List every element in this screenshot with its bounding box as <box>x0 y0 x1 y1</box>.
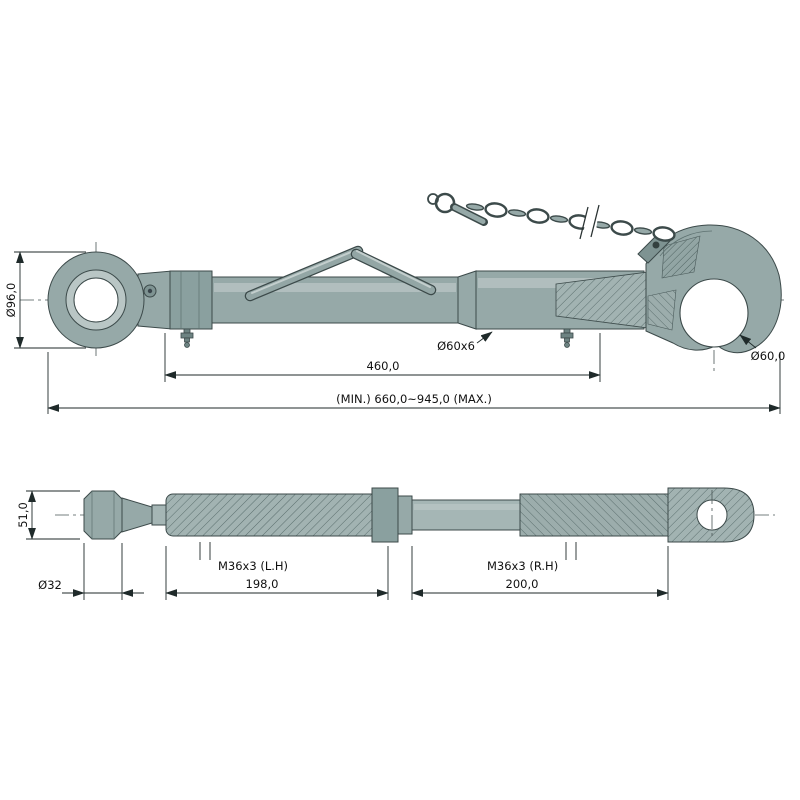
dim-label-body-length: 460,0 <box>367 359 400 373</box>
dim-body-length: 460,0 <box>164 333 601 382</box>
hook-ball <box>679 278 749 348</box>
chain-link <box>610 220 634 236</box>
dim-label-hook-ball-diameter: Ø60,0 <box>751 349 786 363</box>
hook-forge-line <box>659 230 713 257</box>
dim-label-thread-left-length: 198,0 <box>246 577 279 591</box>
spindle-end-block <box>83 490 123 540</box>
chain-link <box>526 208 550 224</box>
dim-end-width: 51,0 <box>16 490 80 540</box>
grease-fitting-left <box>180 328 194 348</box>
eye-bore <box>73 277 119 323</box>
dim-thread-left-length: 198,0 <box>165 546 389 600</box>
dim-overall-length: (MIN.) 660,0~945,0 (MAX.) <box>47 352 781 414</box>
dim-label-eye-diameter: Ø96,0 <box>4 283 18 318</box>
dim-label-thread-right-length: 200,0 <box>506 577 539 591</box>
extension-tube-highlight <box>478 278 642 288</box>
dim-hook-ball-diameter: Ø60,0 <box>739 334 786 363</box>
tube-highlight <box>214 283 456 292</box>
linch-pin-clip <box>427 193 439 205</box>
handle-rods <box>244 245 437 302</box>
spindle-cone <box>121 497 153 533</box>
handle-rod2 <box>352 250 435 294</box>
safety-chain <box>427 192 676 242</box>
handle-rod <box>246 247 362 300</box>
chain-link <box>633 227 653 235</box>
hook-section-lower <box>647 289 677 331</box>
thread-left-section <box>165 493 389 537</box>
handle-rod-highlight <box>251 249 357 294</box>
tube-transition <box>457 270 477 330</box>
end-block-facets <box>91 491 115 539</box>
chain-link <box>507 209 527 217</box>
thread-right-section <box>519 493 669 537</box>
center-collar <box>371 487 399 543</box>
chain-link <box>549 215 569 223</box>
dim-label-end-diameter: Ø32 <box>38 578 62 592</box>
chain-link <box>465 203 485 211</box>
chain-break-mask <box>583 209 599 238</box>
dim-eye-diameter: Ø96,0 <box>4 251 86 349</box>
hook <box>637 224 782 354</box>
dim-label-thread-right: M36x3 (R.H) <box>487 559 558 573</box>
leader-line <box>739 334 757 349</box>
dim-thread-right: M36x3 (R.H) <box>487 542 577 573</box>
latch-pin <box>652 241 660 249</box>
linch-pin-body <box>452 205 486 224</box>
dimensions-assembly: Ø96,0 460,0 (MIN.) 660,0~945,0 (MAX.) Ø6… <box>4 251 786 414</box>
dim-label-overall-length: (MIN.) 660,0~945,0 (MAX.) <box>336 392 492 406</box>
chain-link <box>484 202 508 218</box>
chain-break-mark <box>579 206 589 240</box>
dim-thread-right-length: 200,0 <box>411 546 669 600</box>
dimensions-spindle: 51,0 Ø32 M36x3 (L.H) 198,0 M36x3 (R.H) <box>16 490 669 600</box>
hook-section-upper <box>661 235 701 279</box>
dim-thread-left: M36x3 (L.H) <box>199 542 288 573</box>
leader-ticks <box>565 542 577 560</box>
leader-ticks <box>199 542 211 560</box>
dim-label-end-width: 51,0 <box>16 502 30 528</box>
leader-line <box>476 331 493 344</box>
collar-step <box>397 495 413 535</box>
chain-link <box>652 226 676 242</box>
chain-break-mark <box>590 204 600 238</box>
grease-fitting-right <box>560 328 574 348</box>
body-collar <box>169 270 213 330</box>
assembly-view <box>20 192 788 372</box>
dim-label-tube-spec: Ø60x6 <box>437 339 475 353</box>
collar-facets <box>180 271 200 329</box>
handle-rod2-highlight <box>356 250 431 288</box>
dim-tube-spec: Ø60x6 <box>437 331 493 353</box>
set-screw-center <box>147 288 153 294</box>
dim-end-diameter: Ø32 <box>38 543 144 600</box>
spindle-view <box>55 487 775 543</box>
dim-label-thread-left: M36x3 (L.H) <box>218 559 288 573</box>
